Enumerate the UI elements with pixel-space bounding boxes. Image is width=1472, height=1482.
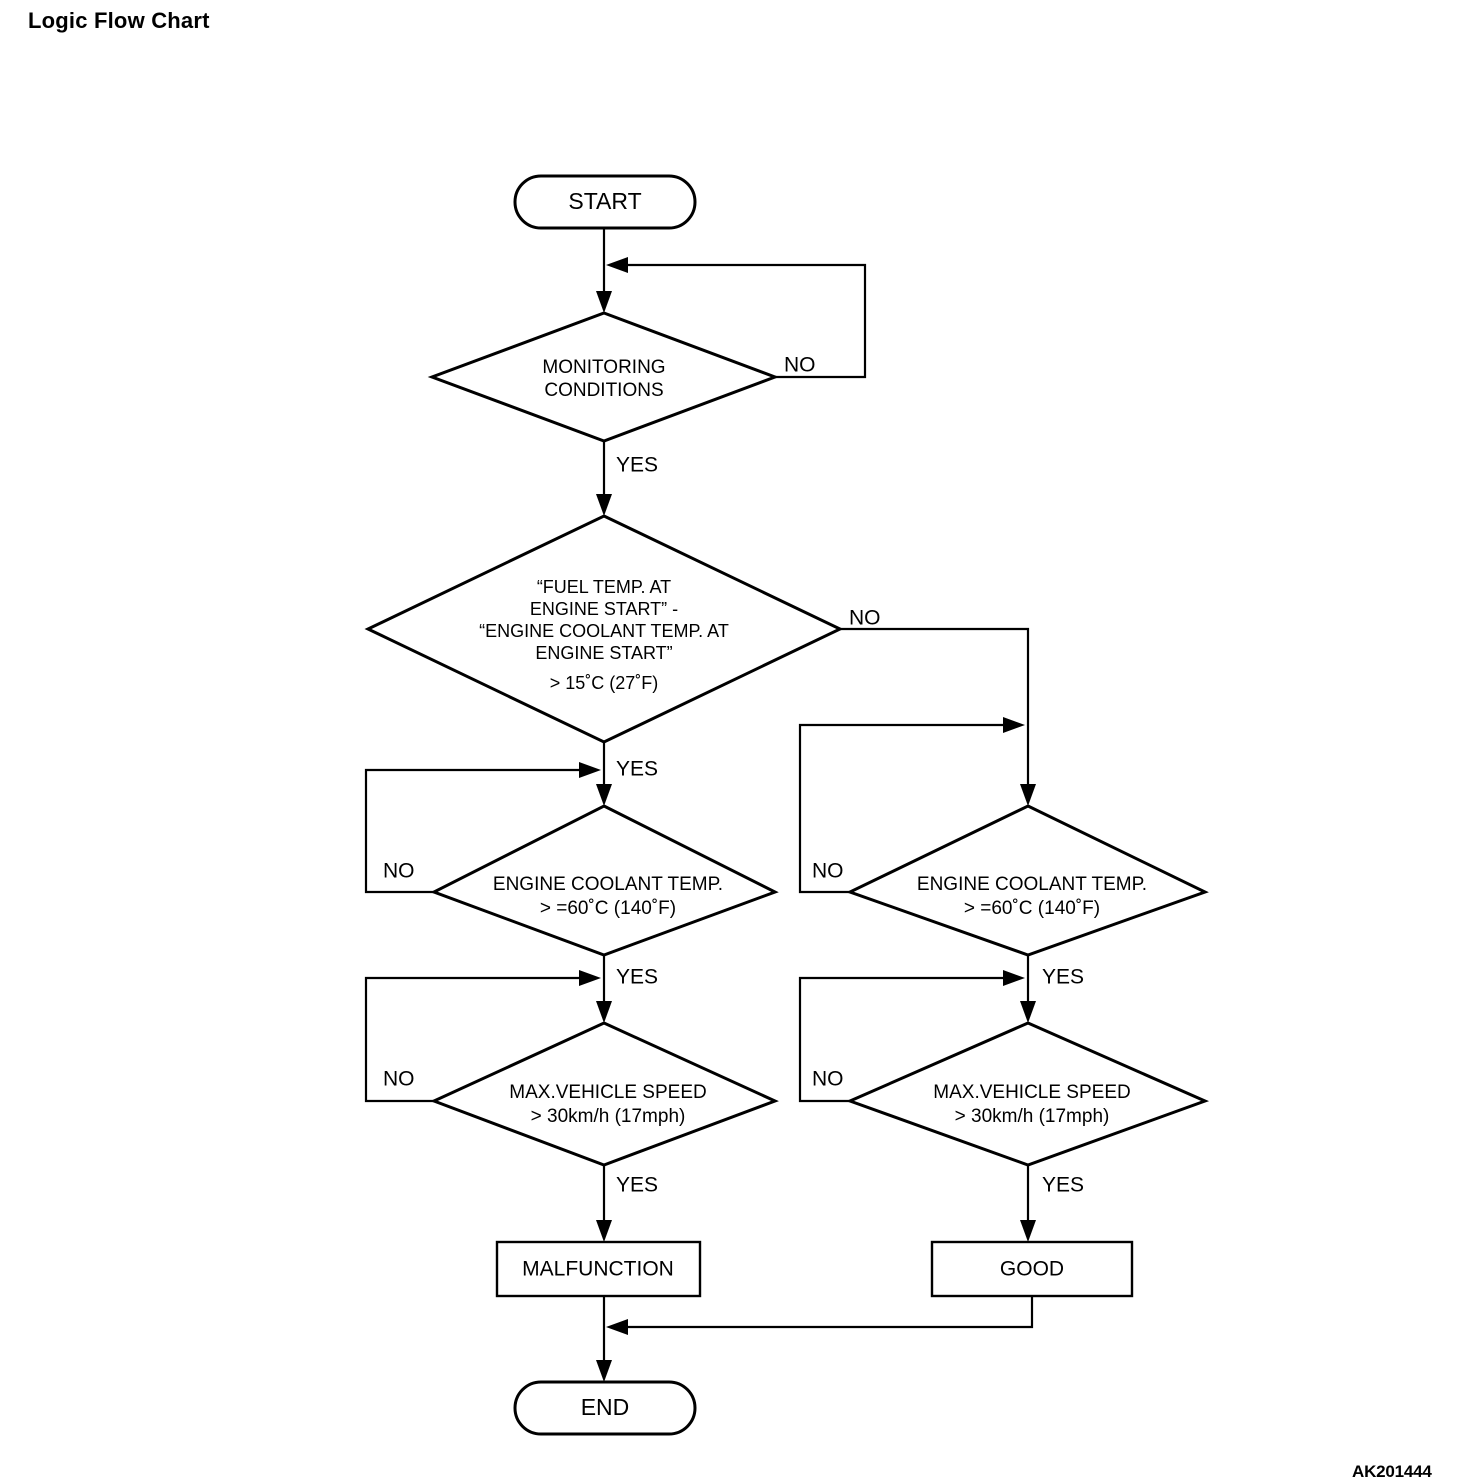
edge-label-yes: YES — [616, 758, 658, 781]
node-vehicle-speed-left: MAX.VEHICLE SPEED > 30km/h (17mph) — [430, 1021, 779, 1167]
arrowhead — [579, 970, 601, 986]
arrowhead — [1020, 784, 1036, 806]
node-vehicle-speed-right: MAX.VEHICLE SPEED > 30km/h (17mph) — [845, 1021, 1210, 1167]
page-title: Logic Flow Chart — [28, 8, 210, 33]
edge-coolant-left-no-loop: NO — [364, 762, 601, 894]
end-label: END — [581, 1394, 630, 1420]
malfunction-label: MALFUNCTION — [522, 1258, 674, 1281]
edge-monitoring-yes: YES — [596, 441, 658, 516]
arrowhead — [596, 1360, 612, 1382]
speed-right-line2: > 30km/h (17mph) — [955, 1106, 1110, 1127]
arrowhead — [1003, 717, 1025, 733]
end-shape — [513, 1380, 697, 1436]
node-monitoring-conditions: MONITORING CONDITIONS — [427, 311, 780, 443]
edge-label-no: NO — [812, 860, 844, 883]
coolant-left-line2: > =60˚C (140˚F) — [540, 898, 676, 919]
edge-label-yes: YES — [1042, 1174, 1084, 1197]
edge-label-no: NO — [784, 354, 816, 377]
good-shape — [930, 1240, 1134, 1298]
node-coolant-temp-left: ENGINE COOLANT TEMP. > =60˚C (140˚F) — [430, 804, 779, 957]
node-fuel-temp-condition: “FUEL TEMP. AT ENGINE START” - “ENGINE C… — [364, 514, 844, 744]
figure-reference-code: AK201444 — [1352, 1462, 1432, 1481]
edge-speed-right-no-loop: NO — [798, 970, 1025, 1103]
edge-coolant-right-no-loop: NO — [798, 717, 1025, 894]
arrowhead — [1020, 1220, 1036, 1242]
monitoring-label-line1: MONITORING — [542, 357, 665, 378]
coolant-right-line1: ENGINE COOLANT TEMP. — [917, 874, 1147, 895]
node-malfunction: MALFUNCTION — [495, 1240, 702, 1298]
edge-start-to-monitoring — [596, 228, 612, 313]
fuel-temp-line5: > 15˚C (27˚F) — [550, 673, 659, 693]
edge-fueltemp-yes: YES — [596, 742, 658, 806]
edge-line — [618, 263, 867, 379]
edge-coolant-right-yes: YES — [1020, 955, 1084, 1023]
node-good: GOOD — [930, 1240, 1134, 1298]
edge-label-no: NO — [383, 1068, 415, 1091]
start-label: START — [568, 188, 641, 214]
node-start: START — [513, 174, 697, 230]
arrowhead — [606, 257, 628, 273]
coolant-right-line2: > =60˚C (140˚F) — [964, 898, 1100, 919]
arrowhead — [579, 762, 601, 778]
good-label: GOOD — [1000, 1258, 1064, 1281]
edge-fueltemp-no: NO — [840, 607, 1036, 806]
edge-label-yes: YES — [1042, 966, 1084, 989]
edge-malfunction-to-end — [596, 1296, 612, 1382]
speed-left-line2: > 30km/h (17mph) — [531, 1106, 686, 1127]
arrowhead — [596, 784, 612, 806]
fuel-temp-line4: ENGINE START” — [535, 643, 672, 663]
edge-line — [798, 723, 1013, 894]
edge-line — [840, 627, 1030, 795]
coolant-left-line1: ENGINE COOLANT TEMP. — [493, 874, 723, 895]
arrowhead — [596, 291, 612, 313]
edge-label-no: NO — [812, 1068, 844, 1091]
edge-coolant-left-yes: YES — [596, 955, 658, 1023]
arrowhead — [1003, 970, 1025, 986]
malfunction-shape — [495, 1240, 702, 1298]
node-coolant-temp-right: ENGINE COOLANT TEMP. > =60˚C (140˚F) — [846, 804, 1209, 957]
node-end: END — [513, 1380, 697, 1436]
arrowhead — [1020, 1001, 1036, 1023]
edge-monitoring-no-loop: NO — [606, 257, 867, 379]
edge-line — [364, 768, 589, 894]
arrowhead — [596, 494, 612, 516]
monitoring-label-line2: CONDITIONS — [544, 380, 663, 401]
fuel-temp-line2: ENGINE START” - — [530, 599, 678, 619]
edge-line — [618, 1296, 1034, 1329]
edge-speed-left-yes: YES — [596, 1165, 658, 1242]
arrowhead — [596, 1001, 612, 1023]
speed-right-line1: MAX.VEHICLE SPEED — [933, 1082, 1130, 1103]
speed-left-line1: MAX.VEHICLE SPEED — [509, 1082, 706, 1103]
arrowhead — [596, 1220, 612, 1242]
arrowhead — [606, 1319, 628, 1335]
edge-line — [364, 976, 589, 1103]
edge-label-yes: YES — [616, 454, 658, 477]
edge-label-yes: YES — [616, 966, 658, 989]
fuel-temp-line3: “ENGINE COOLANT TEMP. AT — [479, 621, 729, 641]
edge-speed-left-no-loop: NO — [364, 970, 601, 1103]
edge-label-no: NO — [383, 860, 415, 883]
edge-label-no: NO — [849, 607, 881, 630]
edge-speed-right-yes: YES — [1020, 1165, 1084, 1242]
fuel-temp-line1: “FUEL TEMP. AT — [537, 577, 671, 597]
edge-label-yes: YES — [616, 1174, 658, 1197]
edge-good-to-end — [606, 1296, 1034, 1335]
edge-line — [798, 976, 1013, 1103]
